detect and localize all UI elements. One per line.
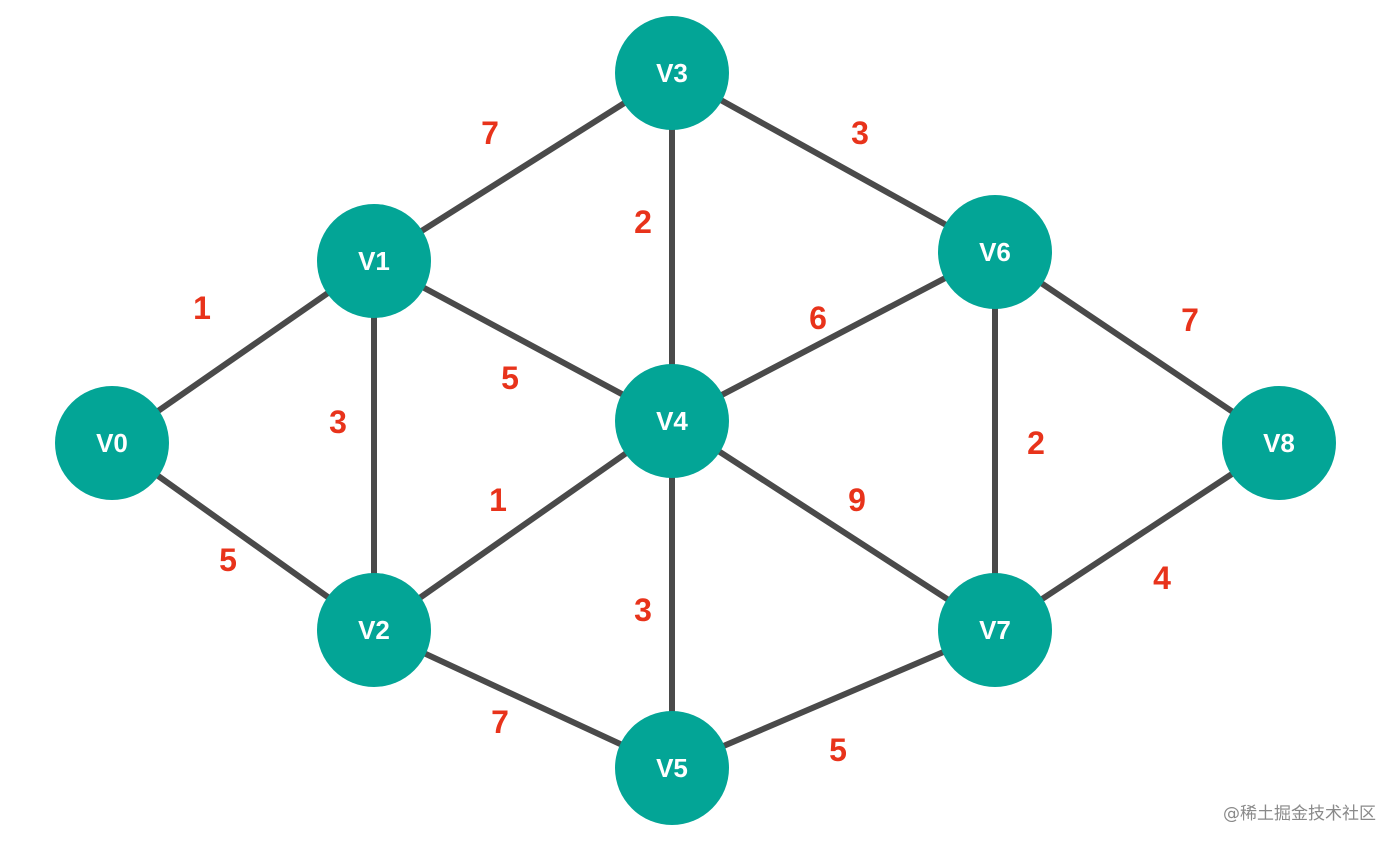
edge-weight-v5-v7: 5 xyxy=(829,732,847,768)
edge-weight-v1-v4: 5 xyxy=(501,360,519,396)
edge-weight-v4-v6: 6 xyxy=(809,300,827,336)
edge-weight-v3-v6: 3 xyxy=(851,115,869,151)
node-circle-v8 xyxy=(1222,386,1336,500)
node-circle-v1 xyxy=(317,204,431,318)
node-label-v5: V5 xyxy=(656,753,688,783)
watermark-text: @稀土掘金技术社区 xyxy=(1223,804,1376,824)
node-label-v2: V2 xyxy=(358,615,390,645)
edge-v4-v7 xyxy=(669,418,998,633)
edge-weight-v7-v8: 4 xyxy=(1153,560,1171,596)
edge-weight-v1-v2: 3 xyxy=(329,404,347,440)
edge-weight-v6-v7: 2 xyxy=(1027,425,1045,461)
edge-weight-v0-v1: 1 xyxy=(193,290,211,326)
node-label-v4: V4 xyxy=(656,406,688,436)
node-v4: V4 xyxy=(615,364,729,478)
edge-v1-v3 xyxy=(371,70,675,264)
weights-layer: 1 5 3 7 5 1 7 2 3 3 6 9 5 2 7 4 xyxy=(193,115,1199,768)
edge-v6-v8 xyxy=(992,249,1282,446)
node-label-v1: V1 xyxy=(358,246,390,276)
node-circle-v3 xyxy=(615,16,729,130)
node-v7: V7 xyxy=(938,573,1052,687)
edge-weight-v4-v7: 9 xyxy=(848,482,866,518)
edge-weight-v2-v4: 1 xyxy=(489,482,507,518)
node-v1: V1 xyxy=(317,204,431,318)
edge-weight-v3-v4: 2 xyxy=(634,204,652,240)
edge-v4-v6 xyxy=(669,249,998,424)
edge-v3-v6 xyxy=(669,70,998,255)
edges-layer xyxy=(109,70,1282,771)
edge-v5-v7 xyxy=(669,627,998,771)
edge-weight-v2-v5: 7 xyxy=(491,704,509,740)
node-circle-v6 xyxy=(938,195,1052,309)
node-circle-v4 xyxy=(615,364,729,478)
node-v3: V3 xyxy=(615,16,729,130)
node-label-v3: V3 xyxy=(656,58,688,88)
node-label-v7: V7 xyxy=(979,615,1011,645)
edge-weight-v1-v3: 7 xyxy=(481,115,499,151)
node-v5: V5 xyxy=(615,711,729,825)
node-v8: V8 xyxy=(1222,386,1336,500)
node-circle-v7 xyxy=(938,573,1052,687)
node-label-v6: V6 xyxy=(979,237,1011,267)
node-label-v8: V8 xyxy=(1263,428,1295,458)
node-circle-v2 xyxy=(317,573,431,687)
node-circle-v0 xyxy=(55,386,169,500)
node-v6: V6 xyxy=(938,195,1052,309)
edge-weight-v6-v8: 7 xyxy=(1181,302,1199,338)
node-circle-v5 xyxy=(615,711,729,825)
edge-weight-v4-v5: 3 xyxy=(634,592,652,628)
node-v2: V2 xyxy=(317,573,431,687)
edge-v2-v4 xyxy=(371,418,675,633)
edge-weight-v0-v2: 5 xyxy=(219,542,237,578)
node-label-v0: V0 xyxy=(96,428,128,458)
node-v0: V0 xyxy=(55,386,169,500)
